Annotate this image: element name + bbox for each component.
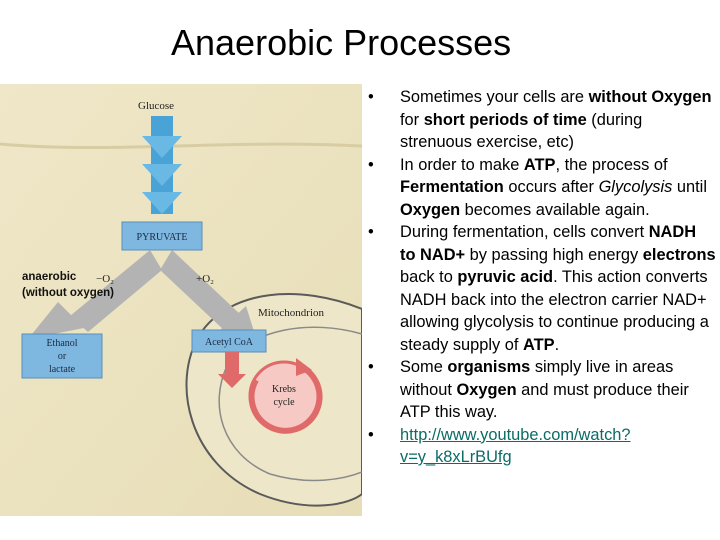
- anaerobic-label-line2: (without oxygen): [22, 287, 114, 299]
- mitochondrion-label: Mitochondrion: [258, 307, 324, 319]
- slide-title: Anaerobic Processes: [171, 22, 512, 63]
- bullet-text: .: [554, 335, 560, 354]
- bullet-text: Some: [400, 358, 448, 376]
- bold-text: Oxygen: [400, 200, 461, 219]
- bullet-text: becomes available again.: [460, 200, 650, 219]
- anaerobic-label-line1: anaerobic: [22, 271, 77, 283]
- bold-text: NADH to NAD+: [400, 223, 697, 264]
- acetyl-to-krebs-arrow: [218, 352, 246, 388]
- bold-text: electrons: [642, 245, 716, 264]
- ethanol-label-line2: or: [58, 351, 67, 362]
- bullet-item: Sometimes your cells are without Oxygen …: [364, 86, 716, 154]
- bold-text: Oxygen: [456, 380, 517, 399]
- bullet-text: . This action converts NADH back into th…: [400, 268, 709, 354]
- bullet-text: simply live in areas without: [400, 358, 674, 399]
- pyruvate-label: PYRUVATE: [137, 232, 188, 243]
- bullet-item: http://www.youtube.com/watch?v=y_k8xLrBU…: [364, 424, 716, 469]
- video-link[interactable]: http://www.youtube.com/watch?v=y_k8xLrBU…: [400, 425, 631, 467]
- bullet-item: In order to make ATP, the process of Fer…: [364, 154, 716, 222]
- bullet-text: In order to make: [400, 155, 524, 174]
- bullet-text: back to: [400, 268, 458, 286]
- bullet-text: and must produce their ATP this way.: [400, 380, 689, 422]
- krebs-label-line1: Krebs: [272, 384, 296, 395]
- bold-text: pyruvic acid: [457, 268, 554, 286]
- pyruvate-box: [121, 221, 203, 251]
- bullet-text: , the process of: [555, 155, 668, 174]
- bullet-text: for: [400, 110, 424, 129]
- bullet-text: by passing high energy: [465, 245, 643, 264]
- fermentation-diagram: Glucose PYRUVATE anaerobic (without oxyg…: [0, 84, 362, 516]
- minus-o2-label: −O₂: [96, 273, 114, 285]
- ethanol-box: [21, 333, 103, 379]
- glucose-arrow: [142, 116, 182, 214]
- bold-text: short periods of time: [423, 110, 587, 129]
- plus-o2-label: +O₂: [196, 273, 214, 285]
- ethanol-label-line3: lactate: [49, 364, 76, 375]
- bullet-text: until: [672, 178, 707, 196]
- acetyl-coa-label: Acetyl CoA: [205, 337, 254, 348]
- bold-text: without Oxygen: [588, 88, 712, 106]
- bullet-text: occurs after: [503, 178, 599, 196]
- bullet-item: During fermentation, cells convert NADH …: [364, 221, 716, 356]
- italic-text: Glycolysis: [598, 178, 673, 196]
- bold-text: ATP: [523, 335, 555, 354]
- bullet-text: (during strenuous exercise, etc): [400, 110, 643, 152]
- mitochondrion-inner: [218, 326, 362, 482]
- bullet-list: Sometimes your cells are without Oxygen …: [364, 86, 716, 469]
- bullet-item: Some organisms simply live in areas with…: [364, 356, 716, 424]
- krebs-label-line2: cycle: [273, 397, 295, 408]
- glucose-label: Glucose: [138, 100, 174, 112]
- bold-text: organisms: [447, 358, 531, 376]
- bold-text: ATP: [523, 155, 556, 174]
- bold-text: Fermentation: [400, 178, 504, 196]
- bullet-text: During fermentation, cells convert: [400, 223, 649, 241]
- ethanol-label-line1: Ethanol: [46, 338, 77, 349]
- krebs-cycle: [248, 358, 323, 434]
- bullet-text: Sometimes your cells are: [400, 88, 589, 106]
